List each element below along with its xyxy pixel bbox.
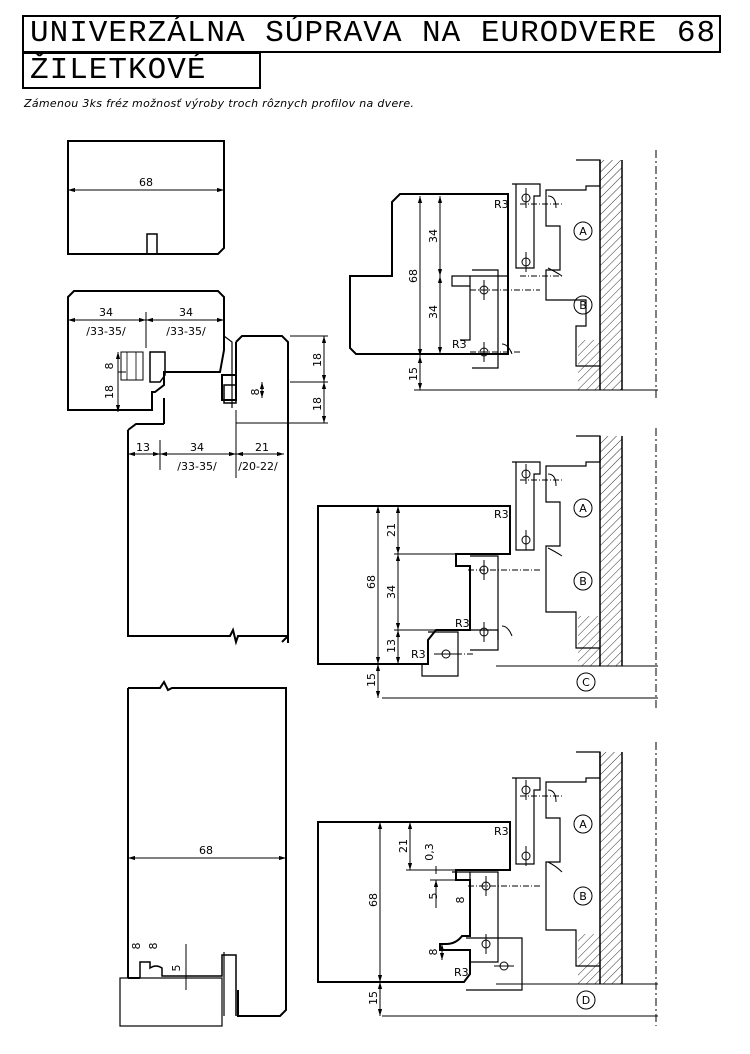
cutter-label-a-2: A (579, 502, 587, 515)
dim-tol-a: /33-35/ (86, 325, 126, 338)
p3-radius-bottom: R3 (454, 966, 469, 979)
dim-tol-b: /33-35/ (166, 325, 206, 338)
dim-width: 68 (139, 176, 153, 189)
p1-offset: 15 (407, 367, 420, 381)
dim-21: 21 (255, 441, 269, 454)
profile-1-drawing (349, 150, 658, 400)
p1-radius-top: R3 (494, 198, 509, 211)
p3-offset: 15 (367, 991, 380, 1005)
profile-3-dims: 68 21 0,3 5 8 8 15 R3 R3 (367, 825, 509, 1005)
dim-13: 13 (136, 441, 150, 454)
cutter-label-d: D (582, 994, 590, 1007)
dim-half-a: 34 (99, 306, 113, 319)
p2-radius-mid: R3 (455, 617, 470, 630)
drawing-subtitle: ŽILETKOVÉ (22, 52, 261, 89)
p2-offset: 15 (365, 673, 378, 687)
dim-18: 18 (103, 385, 116, 399)
dim-half-b: 34 (179, 306, 193, 319)
left-door-dims: 18 18 8 13 34 21 /33-35/ /20-22/ (136, 353, 324, 473)
cutter-label-a-3: A (579, 818, 587, 831)
drawing-title: UNIVERZÁLNA SÚPRAVA NA EURODVERE 68 (22, 15, 721, 53)
dim-tol-c: /33-35/ (177, 460, 217, 473)
p3-21: 21 (397, 839, 410, 853)
p2-radius-top: R3 (494, 508, 509, 521)
p1-total: 68 (407, 269, 420, 283)
p3-total: 68 (367, 893, 380, 907)
profile-3-cutter-labels (573, 814, 596, 1010)
p2-13: 13 (385, 639, 398, 653)
left-frame-dims: 68 34 34 /33-35/ /33-35/ 8 18 (86, 176, 206, 399)
p3-03: 0,3 (423, 843, 436, 861)
p3-radius-top: R3 (494, 825, 509, 838)
left-frame-section (67, 140, 225, 412)
dim-8b: 8 (147, 943, 160, 950)
profile-1-dims: 68 34 34 15 R3 R3 (407, 198, 509, 381)
p2-34: 34 (385, 585, 398, 599)
dim-tol-d: /20-22/ (238, 460, 278, 473)
dim-rebate-8: 8 (249, 389, 262, 396)
cutter-label-b-3: B (579, 890, 587, 903)
left-bottom-section (119, 680, 287, 1027)
dim-5: 5 (170, 965, 183, 972)
p2-total: 68 (365, 575, 378, 589)
dim-18b: 18 (311, 397, 324, 411)
profile-1-cutter-labels (573, 221, 593, 315)
cutter-label-a-1: A (579, 225, 587, 238)
dim-68-bottom: 68 (199, 844, 213, 857)
dim-8a: 8 (130, 943, 143, 950)
left-door-leaf (127, 335, 328, 646)
dim-8: 8 (103, 363, 116, 370)
cutter-label-b-1: B (579, 299, 587, 312)
p3-8: 8 (427, 949, 440, 956)
p1-lower: 34 (427, 305, 440, 319)
profile-3-drawing (317, 742, 658, 1026)
profile-2-dims: 68 21 34 13 15 R3 R3 R3 (365, 508, 509, 687)
p1-radius-bottom: R3 (452, 338, 467, 351)
profile-2-cutter-labels (573, 498, 596, 692)
p1-upper: 34 (427, 229, 440, 243)
p2-21: 21 (385, 523, 398, 537)
p3-8b: 8 (454, 897, 467, 904)
profile-2-drawing (317, 428, 658, 710)
dim-34: 34 (190, 441, 204, 454)
p3-5: 5 (427, 893, 440, 900)
cutter-label-c: C (582, 676, 590, 689)
p2-radius-bottom: R3 (411, 648, 426, 661)
left-bottom-dims: 68 8 8 5 (130, 844, 213, 972)
cutter-label-b-2: B (579, 575, 587, 588)
description-text: Zámenou 3ks fréz možnosť výroby troch rô… (24, 97, 415, 110)
dim-18a: 18 (311, 353, 324, 367)
